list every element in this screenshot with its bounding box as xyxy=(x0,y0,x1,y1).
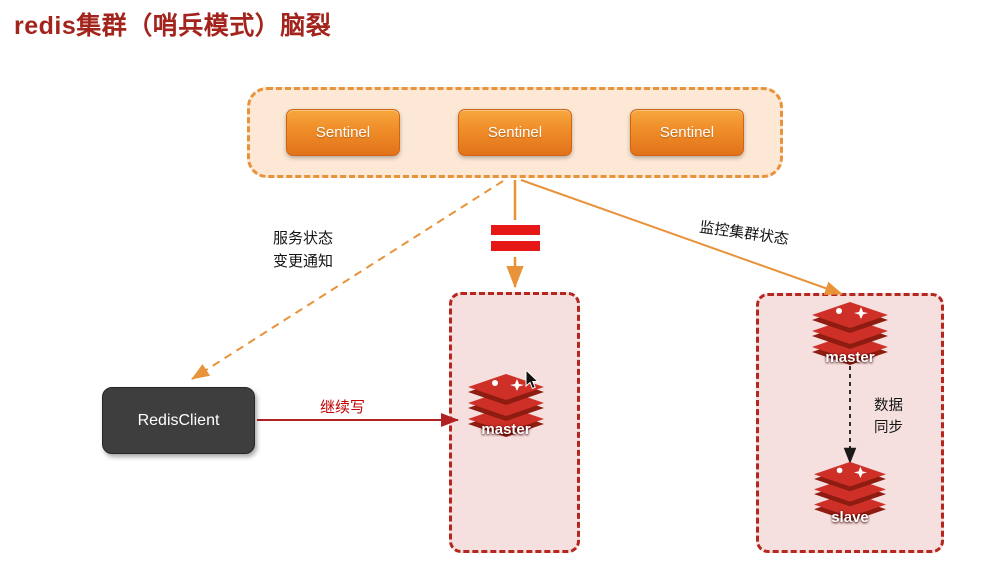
sentinel-node: Sentinel xyxy=(286,109,400,156)
monitor-edge xyxy=(520,179,843,295)
notify-label: 服务状态 变更通知 xyxy=(256,228,350,273)
redis-master-node-left-partition: master xyxy=(462,372,550,452)
data-sync-line2: 同步 xyxy=(874,419,903,436)
mouse-cursor xyxy=(525,370,540,390)
sentinel-node: Sentinel xyxy=(630,109,744,156)
continue-write-label: 继续写 xyxy=(320,399,366,416)
notify-label-line2: 变更通知 xyxy=(272,252,333,270)
redis-icon xyxy=(814,461,886,522)
sentinel-cluster-box: Sentinel Sentinel Sentinel xyxy=(247,87,783,178)
page-title: redis集群（哨兵模式）脑裂 xyxy=(14,12,332,40)
redis-client-box: RedisClient xyxy=(102,387,255,454)
redis-client-label: RedisClient xyxy=(137,411,220,429)
node-label: master xyxy=(481,421,531,438)
data-sync-line1: 数据 xyxy=(874,398,903,414)
sentinel-node: Sentinel xyxy=(458,109,572,156)
redis-icon xyxy=(468,374,544,437)
partition-equals-bar-bottom xyxy=(491,241,540,251)
data-sync-label: 数据 同步 xyxy=(874,396,903,440)
notify-label-line1: 服务状态 xyxy=(272,230,333,247)
redis-icon xyxy=(812,302,888,365)
partition-equals-bar-top xyxy=(491,225,540,235)
node-label: master xyxy=(825,349,875,366)
notify-edge xyxy=(191,180,504,380)
redis-slave-node-right-partition: slave xyxy=(806,460,894,540)
node-label: slave xyxy=(831,509,869,526)
redis-master-node-right-partition: master xyxy=(806,300,894,380)
